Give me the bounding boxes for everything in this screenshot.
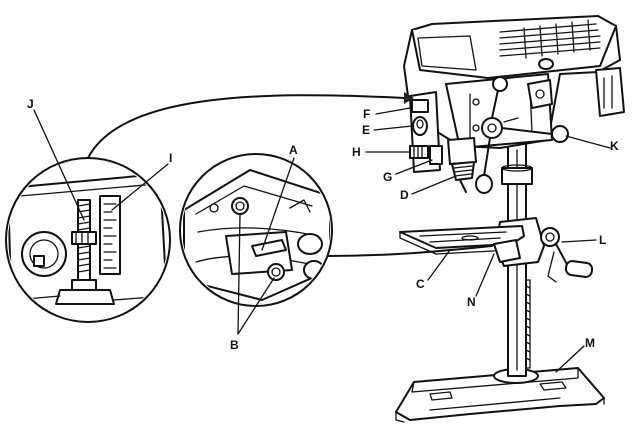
label-i: I [169,151,172,165]
label-k: K [610,139,619,153]
label-c: C [416,277,425,291]
label-g: G [383,170,392,184]
base [396,368,604,422]
label-d: D [400,188,409,202]
label-e: E [362,123,370,137]
label-j: J [27,97,34,111]
crank-handle [548,244,593,282]
label-f: F [363,107,370,121]
label-n: N [467,295,476,309]
label-m: M [585,336,595,350]
label-a: A [289,143,298,157]
inset-belt-tension [180,154,332,306]
label-h: H [352,145,361,159]
label-l: L [599,233,606,247]
drill-press [396,16,624,422]
label-b: B [230,338,239,352]
work-table [400,226,524,262]
